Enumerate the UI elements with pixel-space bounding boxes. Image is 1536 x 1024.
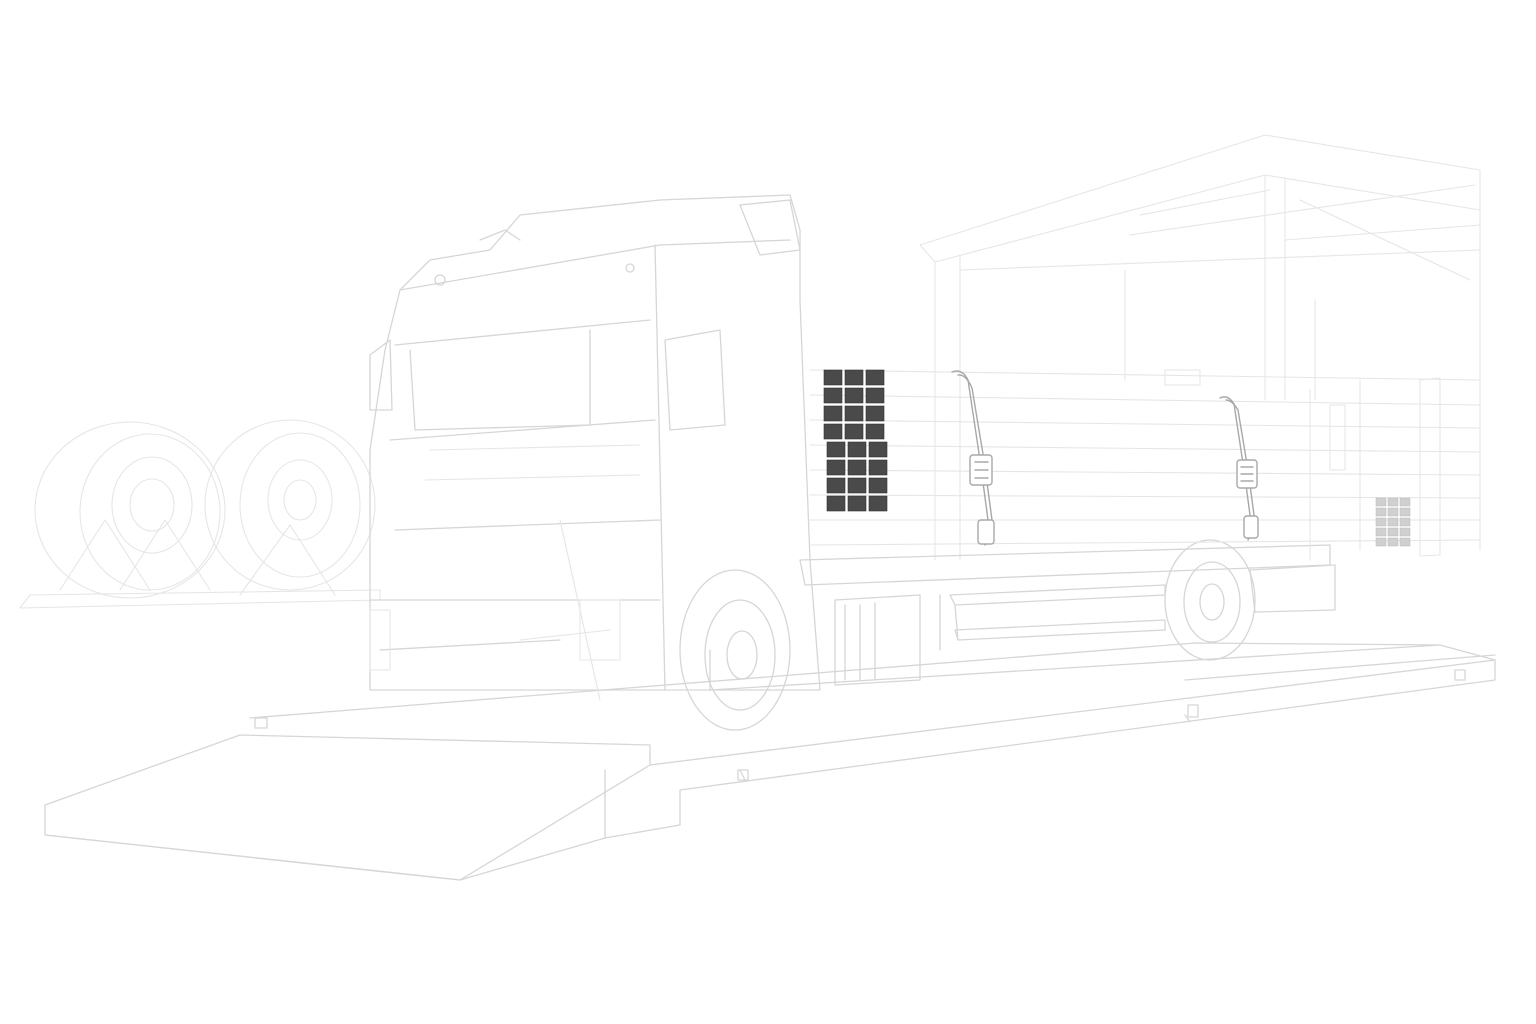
load-grid-cell: [847, 495, 867, 512]
small-grid-cell: [1399, 537, 1411, 547]
small-grid-cell: [1375, 517, 1387, 527]
load-grid-cell: [826, 441, 846, 458]
load-grid-cell: [823, 423, 843, 440]
load-grid-cell: [844, 387, 864, 404]
small-grid-cell: [1399, 517, 1411, 527]
truck-chassis: [799, 544, 1336, 686]
small-grid-cell: [1387, 537, 1399, 547]
load-grid-cell: [844, 423, 864, 440]
load-grid-cell: [826, 495, 846, 512]
truck-cab: [369, 194, 821, 701]
load-grid-cell: [868, 495, 888, 512]
small-grid-cell: [1387, 497, 1399, 507]
small-grid-cell: [1387, 517, 1399, 527]
load-grid-cell: [826, 459, 846, 476]
cable-reel-left: [34, 421, 226, 599]
load-grid-cell: [865, 405, 885, 422]
ratchet-strap-front: [951, 370, 995, 546]
cable-reel-right: [204, 419, 376, 596]
load-grid-cell: [823, 405, 843, 422]
load-grid-cell: [823, 369, 843, 386]
small-grid-cell: [1399, 497, 1411, 507]
small-grid-cell: [1399, 527, 1411, 537]
load-grid-cell: [868, 459, 888, 476]
load-grid-cell: [844, 405, 864, 422]
load-grid-cell: [847, 441, 867, 458]
small-load-grid: [1375, 497, 1411, 547]
load-grid-cell: [865, 423, 885, 440]
load-grid-cell: [868, 477, 888, 494]
load-grid-cell: [823, 387, 843, 404]
load-grid-cell: [844, 369, 864, 386]
load-grid-cell: [847, 459, 867, 476]
reel-base-pallet: [19, 589, 381, 609]
small-grid-cell: [1375, 497, 1387, 507]
small-grid-cell: [1387, 527, 1399, 537]
small-grid-cell: [1387, 507, 1399, 517]
load-grid-cell: [868, 441, 888, 458]
load-grid-cell: [847, 477, 867, 494]
ratchet-strap-rear: [1219, 396, 1259, 541]
truck-rear-wheel: [1164, 539, 1256, 661]
truck-cargo-bed: [809, 369, 1481, 561]
load-grid-cell: [826, 477, 846, 494]
truck-front-wheel: [679, 569, 791, 731]
small-grid-cell: [1399, 507, 1411, 517]
load-grid-cell: [865, 369, 885, 386]
load-grid-cell: [865, 387, 885, 404]
load-grid: [823, 369, 888, 512]
side-post: [1329, 377, 1441, 557]
small-grid-cell: [1375, 527, 1387, 537]
weighbridge-platform: [44, 642, 1496, 881]
small-grid-cell: [1375, 507, 1387, 517]
small-grid-cell: [1375, 537, 1387, 547]
